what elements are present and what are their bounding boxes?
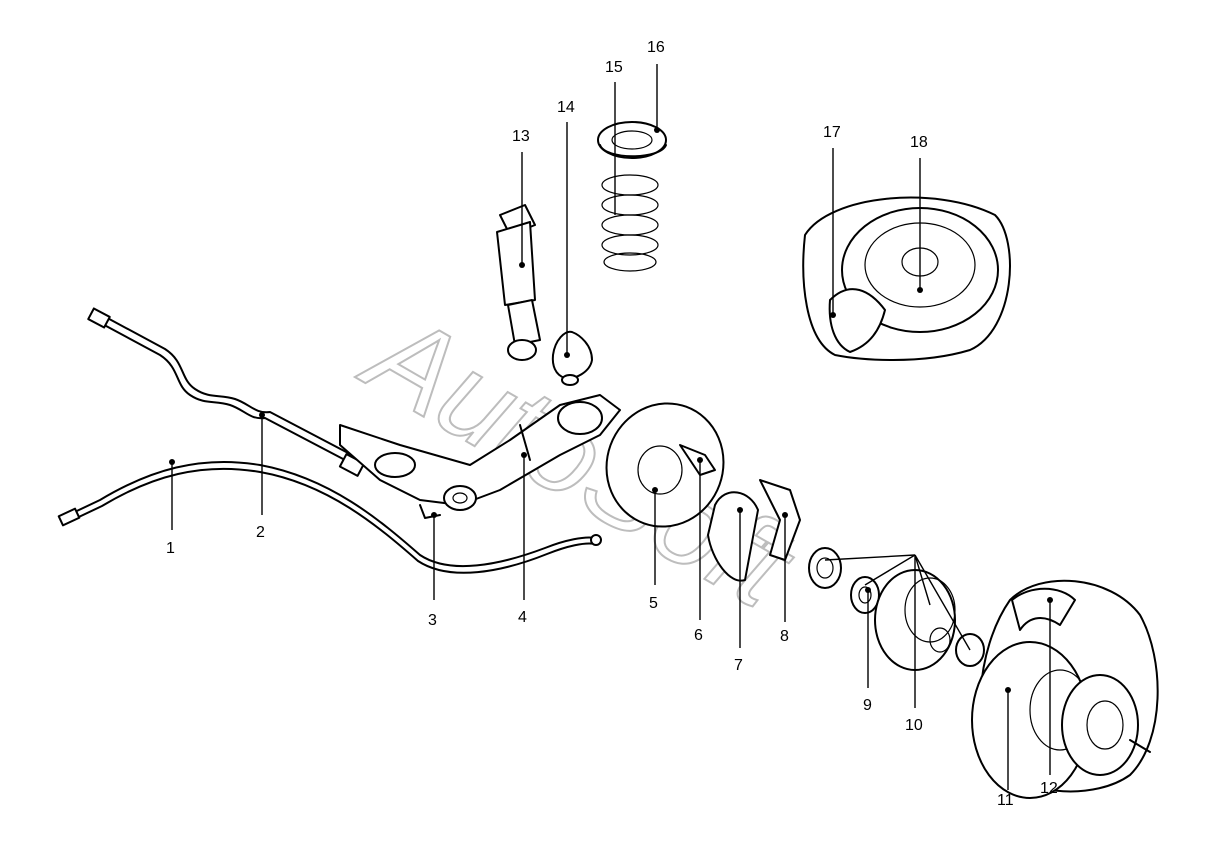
bump-stop: [551, 330, 593, 386]
callout-13: 13: [512, 128, 530, 145]
callout-2: 2: [256, 524, 265, 541]
callout-9: 9: [863, 697, 872, 714]
callout-16: 16: [647, 39, 665, 56]
callout-14: 14: [557, 99, 575, 116]
callout-leaders: [169, 64, 1053, 790]
callout-12: 12: [1040, 780, 1058, 797]
coil-spring: [601, 174, 659, 272]
callout-10: 10: [905, 717, 923, 734]
callout-7: 7: [734, 657, 743, 674]
brake-drum: [874, 569, 985, 671]
callout-1: 1: [166, 540, 175, 557]
callout-15: 15: [605, 59, 623, 76]
callout-8: 8: [780, 628, 789, 645]
backing-plate: [605, 402, 725, 528]
callout-4: 4: [518, 609, 527, 626]
wheel-bearing: [808, 547, 880, 614]
brake-pipe: [87, 307, 366, 477]
callout-11: 11: [997, 792, 1014, 809]
callout-labels: 1 2 3 4 5 6 7 8 9 10 11 12 13 14 15 16 1…: [166, 39, 1058, 809]
spare-wheel: [802, 196, 1011, 361]
callout-17: 17: [823, 124, 841, 141]
road-wheel: [971, 579, 1159, 799]
handbrake-cable: [57, 460, 602, 574]
shock-absorber: [496, 204, 541, 361]
callout-18: 18: [910, 134, 928, 151]
rear-axle-beam: [339, 394, 621, 519]
callout-5: 5: [649, 595, 658, 612]
callout-3: 3: [428, 612, 437, 629]
callout-6: 6: [694, 627, 703, 644]
